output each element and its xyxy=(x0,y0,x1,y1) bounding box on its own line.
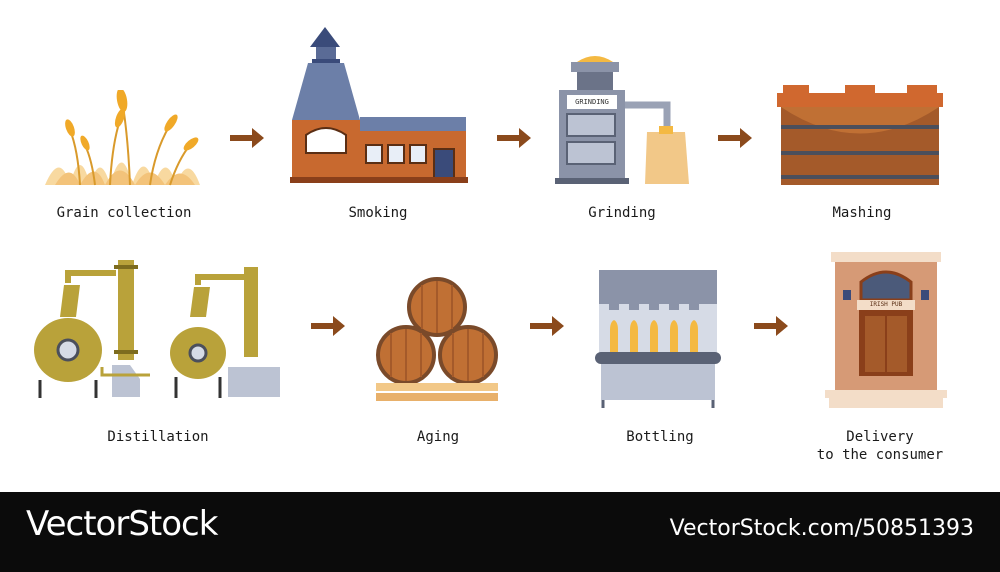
brand-image-id: VectorStock.com/50851393 xyxy=(669,516,974,541)
arrow-right-icon xyxy=(754,316,788,336)
barrels-icon xyxy=(376,277,498,401)
step-label-smoking: Smoking xyxy=(348,205,408,221)
step-label-aging: Aging xyxy=(416,429,460,445)
smokehouse-icon xyxy=(290,27,468,183)
arrow-right-icon xyxy=(311,316,345,336)
grinding-mill-icon: GRINDING xyxy=(555,50,695,190)
arrow-right-icon xyxy=(230,128,264,148)
footer-watermark-bar: VectorStock VectorStock.com/50851393 xyxy=(0,492,1000,572)
pub-icon: IRISH PUB xyxy=(825,252,947,410)
step-label-bottling: Bottling xyxy=(626,429,694,445)
process-diagram: Grain collection Smoking xyxy=(34,27,947,463)
arrow-right-icon xyxy=(497,128,531,148)
step-label-grinding: Grinding xyxy=(588,205,656,221)
pub-sign-label: IRISH PUB xyxy=(857,300,915,310)
wheat-icon xyxy=(45,90,200,186)
step-label-grain-collection: Grain collection xyxy=(56,205,192,221)
grinding-machine-label: GRINDING xyxy=(567,95,617,109)
step-label-mashing: Mashing xyxy=(832,205,892,221)
arrow-right-icon xyxy=(718,128,752,148)
step-label-delivery: Delivery to the consumer xyxy=(816,429,944,463)
step-label-distillation: Distillation xyxy=(107,429,209,445)
brand-logo-text: VectorStock xyxy=(26,504,218,544)
arrow-right-icon xyxy=(530,316,564,336)
mash-tun-icon xyxy=(777,85,943,185)
pot-still-icon xyxy=(34,260,280,398)
bottling-line-icon xyxy=(595,270,721,408)
